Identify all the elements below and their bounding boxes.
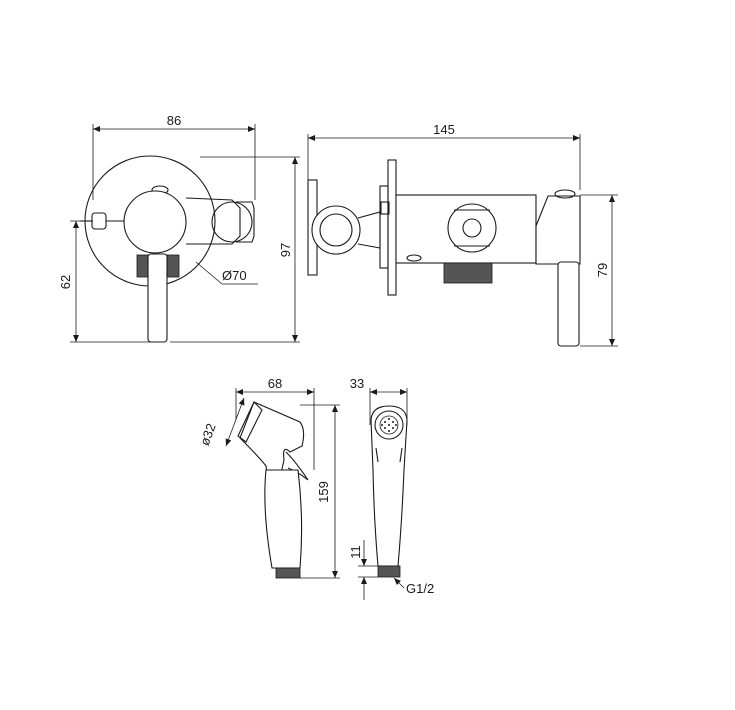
label-spray-diameter: ø32	[197, 421, 219, 447]
side-outlet-thread	[443, 262, 493, 284]
label-front-height: 97	[278, 243, 293, 257]
label-spray-front-width: 33	[350, 376, 364, 391]
wall-flange	[387, 159, 397, 296]
thread-spec-leader	[393, 577, 405, 589]
label-front-diameter: Ø70	[222, 268, 247, 283]
spray-front-body	[370, 405, 408, 567]
spray-front-thread	[377, 565, 401, 578]
spray-grip	[264, 469, 303, 569]
label-thread-spec: G1/2	[406, 581, 434, 596]
nozzle-holes	[381, 418, 397, 432]
spray-front-view	[358, 388, 408, 600]
spray-side-view	[225, 388, 340, 579]
lever-handle	[147, 253, 168, 343]
side-view	[307, 134, 618, 347]
front-view	[70, 124, 300, 343]
holder-ring	[211, 201, 253, 243]
spray-nozzle	[374, 410, 404, 440]
valve-body	[123, 190, 187, 254]
spray-diameter-dimension	[225, 397, 245, 447]
label-thread-height: 11	[348, 545, 363, 559]
label-front-width: 86	[167, 113, 181, 128]
label-side-height: 79	[595, 263, 610, 277]
label-spray-height: 159	[316, 481, 331, 503]
label-spray-length: 68	[268, 376, 282, 391]
side-lever	[557, 261, 580, 347]
label-side-width: 145	[433, 122, 455, 137]
holder-ring-side	[319, 213, 353, 247]
label-front-offset: 62	[58, 275, 73, 289]
